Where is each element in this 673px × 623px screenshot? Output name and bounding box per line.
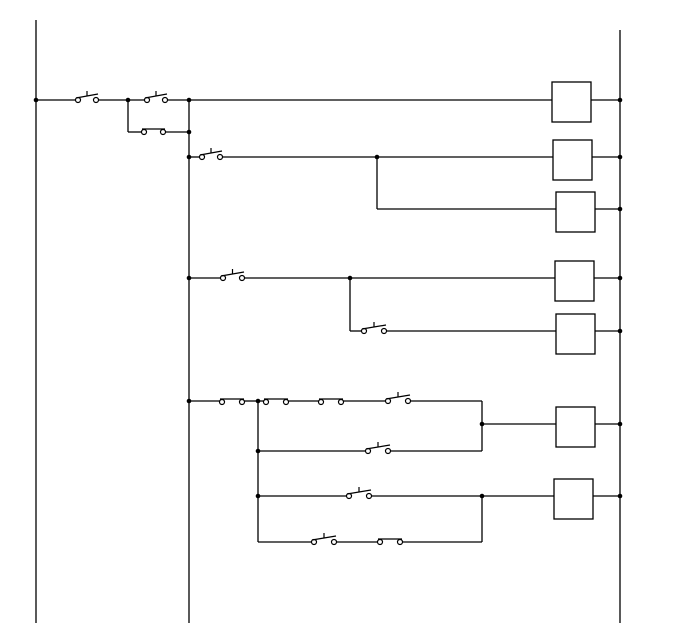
rung-4-branch-contact-3 xyxy=(310,533,338,546)
rung-4-contact-3 xyxy=(317,398,345,406)
contact-terminal xyxy=(238,274,246,282)
rung-3 xyxy=(186,260,623,355)
junction-dot xyxy=(617,275,623,281)
junction-dot xyxy=(617,206,623,212)
rung-2 xyxy=(186,139,623,233)
contact-terminal xyxy=(384,447,392,455)
rung-4-contact-1 xyxy=(218,398,246,406)
junction-dot xyxy=(617,97,623,103)
contact-terminal xyxy=(161,96,169,104)
rung-2-coil-1 xyxy=(552,139,593,181)
contact-terminal xyxy=(337,398,345,406)
rung-3-coil-2 xyxy=(555,313,596,355)
contact-terminal xyxy=(282,398,290,406)
power-rails xyxy=(35,20,621,623)
contact-terminal xyxy=(92,96,100,104)
rung-1-coil xyxy=(551,81,592,123)
contact-terminal xyxy=(376,538,384,546)
rung-4-branch-contact-4 xyxy=(376,538,404,546)
rung-1 xyxy=(33,81,623,136)
contact-terminal xyxy=(238,398,246,406)
junction-dot xyxy=(617,154,623,160)
rung-4-contact-4 xyxy=(384,392,412,405)
rung-1-branch-contact xyxy=(140,128,167,136)
rung-2-contact xyxy=(198,148,224,161)
contact-terminal xyxy=(404,397,412,405)
contact-terminal xyxy=(159,128,167,136)
junction-dot xyxy=(617,421,623,427)
contact-terminal xyxy=(218,398,226,406)
contact-terminal xyxy=(396,538,404,546)
rung-4-branch-contact-2 xyxy=(345,487,373,500)
contact-terminal xyxy=(380,327,388,335)
junction-dot xyxy=(617,328,623,334)
rung-1-contact-2 xyxy=(143,91,169,104)
contact-terminal xyxy=(140,128,148,136)
rung-4-coil-1 xyxy=(555,406,596,448)
rung-4-branch-contact-1 xyxy=(364,442,392,455)
rung-3-contact xyxy=(219,269,246,282)
junction-dot xyxy=(617,493,623,499)
contact-terminal xyxy=(330,538,338,546)
rung-4-coil-2 xyxy=(553,478,594,520)
contact-terminal xyxy=(365,492,373,500)
rung-2-coil-2 xyxy=(555,191,596,233)
contact-terminal xyxy=(317,398,325,406)
rung-4-contact-2 xyxy=(262,398,290,406)
contact-terminal xyxy=(262,398,270,406)
rung-4 xyxy=(186,392,623,546)
rung-3-branch-contact xyxy=(360,322,388,335)
rung-1-contact-1 xyxy=(74,91,100,104)
rung-3-coil-1 xyxy=(554,260,595,302)
contact-terminal xyxy=(216,153,224,161)
junction-dot xyxy=(186,129,192,135)
